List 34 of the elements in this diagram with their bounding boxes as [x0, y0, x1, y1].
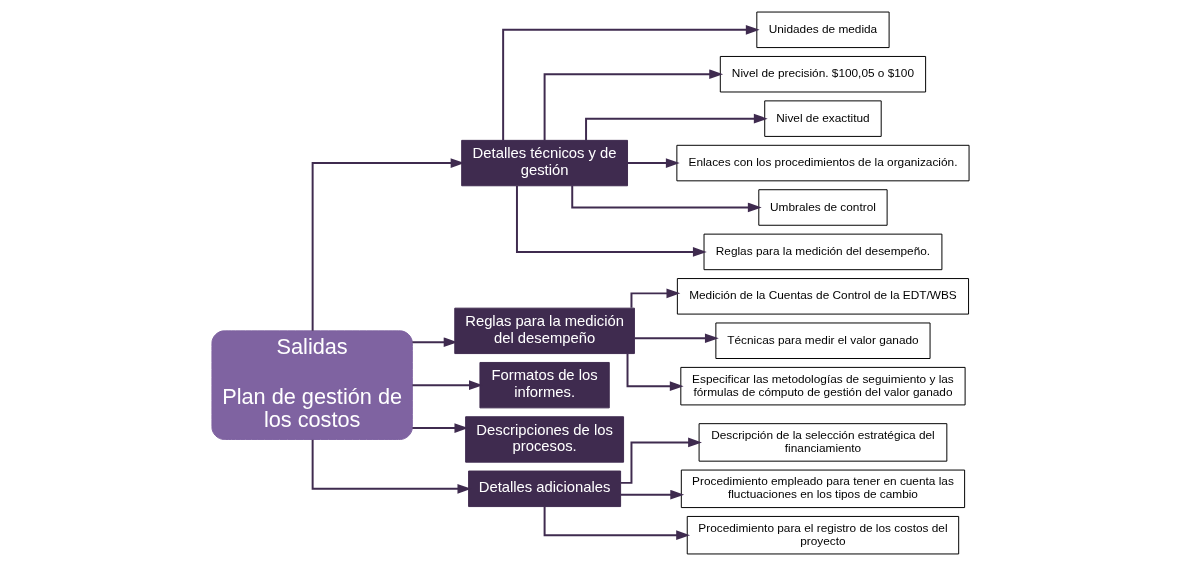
arrow: [619, 489, 684, 500]
node-box: Unidades de medida: [755, 11, 890, 49]
node-box: Técnicas para medir el valor ganado: [714, 322, 931, 359]
node-box: Detalles adicionales: [467, 470, 621, 508]
arrow: [626, 158, 680, 168]
arrow: [543, 505, 690, 541]
node-box: Reglas para la medición del desempeño: [453, 307, 635, 355]
arrow: [543, 69, 723, 142]
node-box: Especificar las metodologías de seguimiento y las fórmulas de cómputo de gestión del valor ganado: [679, 366, 966, 406]
arrow: [410, 337, 458, 348]
node-box: Medición de la Cuentas de Control de la EDT/WBS: [676, 278, 969, 315]
arrow: [311, 158, 464, 332]
node-box: Nivel de exactitud: [763, 100, 882, 137]
node-box: Nivel de precisión. $100,05 o $100: [719, 55, 926, 93]
arrow: [515, 184, 707, 257]
node-box: Procedimiento empleado para tener en cuenta las fluctuaciones en los tipos de cambio: [680, 469, 965, 509]
arrow: [570, 184, 762, 213]
node-box: Detalles técnicos y de gestión: [460, 139, 628, 187]
arrow: [584, 113, 768, 142]
arrow: [633, 333, 719, 344]
node-box: Reglas para la medición del desempeño.: [703, 233, 942, 271]
arrow: [311, 438, 471, 494]
node-box: Umbrales de control: [757, 189, 888, 226]
node-box: Formatos de los informes.: [478, 361, 610, 409]
arrow: [619, 437, 702, 484]
node-box: Salidas Plan de gestión de los costos: [210, 330, 413, 440]
node-box: Descripción de la selección estratégica del financiamiento: [698, 423, 947, 462]
arrow: [626, 352, 684, 391]
node-box: Enlaces con los procedimientos de la organización.: [675, 144, 970, 182]
node-box: Descripciones de los procesos.: [464, 416, 624, 463]
node-box: Procedimiento para el registro de los costos del proyecto: [686, 515, 959, 555]
arrow: [410, 380, 483, 390]
arrow: [410, 423, 468, 433]
arrow: [501, 24, 760, 142]
